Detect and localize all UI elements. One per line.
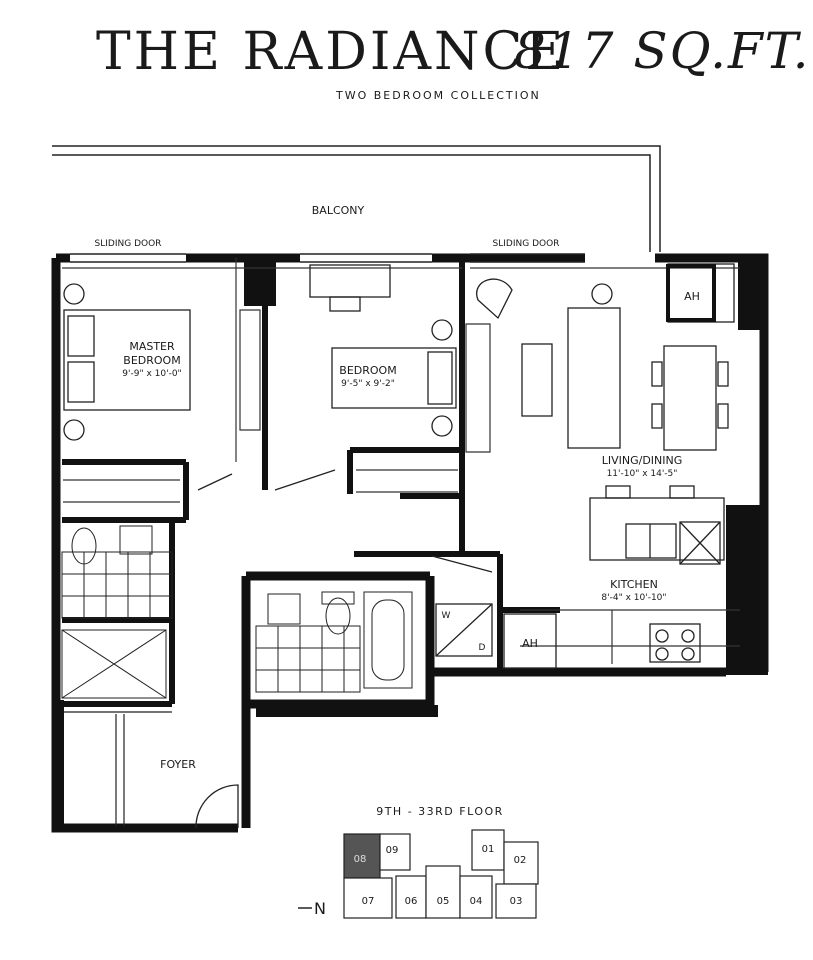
structural-columns (52, 258, 768, 830)
ah-bottom-label: AH (522, 637, 538, 650)
north-arrow-icon: N (298, 899, 326, 918)
keyplan-label-07: 07 (362, 896, 375, 907)
keyplan-unit-07 (343, 877, 393, 919)
balcony-label: BALCONY (312, 204, 365, 217)
kitchen-label: KITCHEN (610, 578, 658, 591)
plan-collection: TWO BEDROOM COLLECTION (336, 89, 541, 102)
keyplan-unit-09 (379, 833, 411, 871)
sliding-doors (70, 253, 585, 263)
bedroom-label: BEDROOM (339, 364, 396, 377)
foyer-label: FOYER (160, 758, 196, 771)
washer-label: W (442, 611, 451, 621)
keyplan-unit-04 (459, 875, 493, 919)
plan-title: THE RADIANCE (96, 22, 567, 82)
living-furniture (476, 263, 735, 561)
bedroom-dims: 9'-5" x 9'-2" (341, 379, 395, 389)
master-label-line2: BEDROOM (123, 354, 180, 367)
swing-doors (195, 469, 493, 829)
kitchen-fixtures (435, 521, 721, 669)
keyplan-label-06: 06 (405, 896, 418, 907)
detail-lines (62, 258, 740, 664)
keyplan-floor-label: 9TH - 33RD FLOOR (376, 805, 504, 818)
master-dims: 9'-9" x 10'-0" (122, 369, 181, 379)
keyplan-label-04: 04 (470, 896, 483, 907)
key-plan: 9TH - 33RD FLOOR 09 08 01 02 07 06 05 04… (298, 805, 539, 919)
master-ensuite (61, 525, 173, 699)
keyplan-unit-02 (503, 841, 539, 885)
plan-area: 817 SQ.FT. (514, 22, 811, 80)
keyplan-unit-08 (343, 833, 381, 879)
north-label: N (314, 899, 326, 918)
sliding-door-left-label: SLIDING DOOR (95, 239, 162, 249)
keyplan-unit-03 (495, 883, 537, 919)
keyplan-label-03: 03 (510, 896, 523, 907)
foyer-closet (64, 711, 172, 826)
second-bed (309, 264, 457, 437)
living-label: LIVING/DINING (602, 454, 683, 467)
keyplan-label-02: 02 (514, 855, 527, 866)
interior-walls (62, 258, 560, 707)
kitchen-dims: 8'-4" x 10'-10" (601, 593, 666, 603)
dryer-label: D (479, 643, 486, 653)
ah-top-label: AH (684, 290, 700, 303)
sliding-door-right-label: SLIDING DOOR (493, 239, 560, 249)
living-dims: 11'-10" x 14'-5" (607, 469, 678, 479)
keyplan-label-05: 05 (437, 896, 450, 907)
keyplan-unit-06 (395, 875, 427, 919)
main-bath (255, 591, 413, 693)
keyplan-label-08: 08 (354, 854, 367, 865)
keyplan-label-01: 01 (482, 844, 495, 855)
keyplan-unit-05 (425, 865, 461, 919)
balcony-railing (52, 145, 661, 252)
master-bed (63, 283, 191, 441)
master-label-line1: MASTER (129, 340, 175, 353)
keyplan-label-09: 09 (386, 845, 399, 856)
